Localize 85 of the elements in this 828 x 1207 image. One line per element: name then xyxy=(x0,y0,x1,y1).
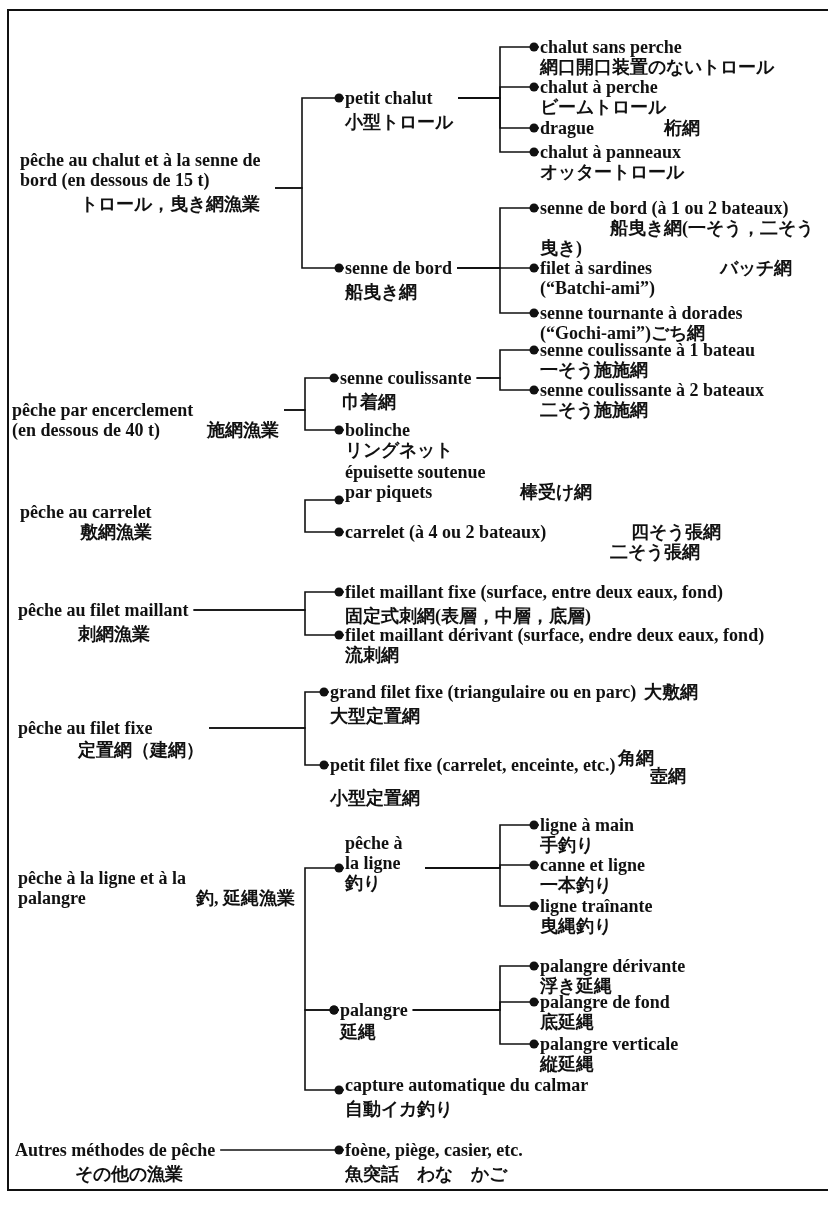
term-label: pêche par encerclement (en dessous de 40 t) xyxy=(12,400,195,440)
term-label: filet à sardines (“Batchi-ami”) xyxy=(540,258,656,298)
term-label: senne de bord (à 1 ou 2 bateaux) xyxy=(540,198,790,218)
term-label: chalut à perche xyxy=(540,77,659,97)
term-label: Autres méthodes de pêche xyxy=(15,1140,216,1160)
term-label: senne de bord xyxy=(345,258,452,278)
term-label: pêche à la ligne xyxy=(345,833,404,873)
term-label: filet maillant dérivant (surface, endre deux eaux, fond) xyxy=(345,625,765,645)
term-label: 曳縄釣り xyxy=(540,916,613,936)
term-label: オッタートロール xyxy=(540,162,684,182)
term-label: grand filet fixe (triangulaire ou en parc) xyxy=(330,682,637,702)
tree-connector xyxy=(304,1005,345,1095)
term-label: pêche au chalut et à la senne de bord (en dessous de 15 t) xyxy=(20,150,262,190)
term-label: senne tournante à dorades xyxy=(540,303,743,323)
term-label: drague xyxy=(540,118,594,138)
term-label: 船曳き網(一そう，二そう曳き) xyxy=(540,218,815,258)
term-label: 刺網漁業 xyxy=(78,624,151,644)
term-label: petit filet fixe (carrelet, enceinte, etc.) xyxy=(330,755,616,775)
term-label: ligne à main xyxy=(540,815,634,835)
term-label: バッチ網 xyxy=(720,258,792,278)
tree-connector xyxy=(283,409,345,435)
term-label: 棒受け網 xyxy=(520,482,592,502)
term-label: 流刺網 xyxy=(345,645,400,665)
tree-connector xyxy=(208,727,330,770)
term-label: 大敷網 xyxy=(644,682,699,702)
term-label: épuisette soutenue par piquets xyxy=(345,462,487,502)
tree-connector xyxy=(424,867,540,911)
term-label: 縦延縄 xyxy=(540,1054,595,1074)
term-label: 固定式刺網(表層，中層，底層) xyxy=(345,606,592,626)
tree-connector xyxy=(457,97,540,157)
term-label: 定置網（建網） xyxy=(78,740,204,760)
term-label: bolinche xyxy=(345,420,411,440)
term-label: 釣, 延縄漁業 xyxy=(196,888,295,908)
tree-connector xyxy=(475,377,540,395)
term-label: senne coulissante à 2 bateaux xyxy=(540,380,764,400)
term-label: palangre dérivante xyxy=(540,956,686,976)
term-label: その他の漁業 xyxy=(75,1164,184,1184)
term-label: 角網 xyxy=(617,748,654,768)
term-label: capture automatique du calmar xyxy=(345,1075,589,1095)
tree-connector xyxy=(219,1145,345,1155)
term-label: 敷網漁業 xyxy=(80,522,152,542)
term-label: filet maillant fixe (surface, entre deux eaux, fond) xyxy=(345,582,724,602)
term-label: petit chalut xyxy=(345,88,434,108)
term-label: pêche au carrelet xyxy=(20,502,152,522)
term-label: 施網漁業 xyxy=(207,420,279,440)
term-label: ligne traînante xyxy=(540,896,653,916)
term-label: 釣り xyxy=(345,873,382,893)
term-label: 小型トロール xyxy=(345,112,453,132)
term-label: (“Gochi-ami”)ごち網 xyxy=(540,323,705,343)
term-label: pêche au filet fixe xyxy=(18,718,154,738)
term-label: 四そう張網 xyxy=(631,522,722,542)
term-label: 桁網 xyxy=(664,118,700,138)
term-label: 底延縄 xyxy=(540,1012,595,1032)
tree-connector xyxy=(274,187,345,273)
term-label: 巾着網 xyxy=(342,392,397,412)
term-label: 魚突話 わな かご xyxy=(345,1164,509,1184)
term-label: 延縄 xyxy=(340,1022,377,1042)
tree-connector xyxy=(411,1009,540,1049)
term-label: chalut sans perche xyxy=(540,37,683,57)
term-label: 自動イカ釣り xyxy=(345,1099,454,1119)
term-label: 手釣り xyxy=(540,835,595,855)
term-label: 大型定置網 xyxy=(330,706,421,726)
term-label: foène, piège, casier, etc. xyxy=(345,1140,523,1160)
tree-connector xyxy=(192,609,345,640)
term-label: pêche à la ligne et à la palangre xyxy=(18,868,187,908)
term-label: 二そう張網 xyxy=(610,542,701,562)
term-label: carrelet (à 4 ou 2 bateaux) xyxy=(345,522,547,542)
term-label: chalut à panneaux xyxy=(540,142,683,162)
term-label: palangre xyxy=(340,1000,408,1020)
term-label: canne et ligne xyxy=(540,855,645,875)
term-label: 一本釣り xyxy=(540,875,613,895)
term-label: palangre verticale xyxy=(540,1034,679,1054)
tree-connector xyxy=(304,495,345,537)
term-label: 二そう施施網 xyxy=(540,400,649,420)
term-label: トロール，曳き網漁業 xyxy=(79,194,261,214)
term-label: 壺網 xyxy=(650,766,686,786)
term-label: ビームトロール xyxy=(540,97,666,117)
term-label: 船曳き網 xyxy=(345,282,418,302)
term-label: リングネット xyxy=(345,440,453,460)
term-label: senne coulissante xyxy=(340,368,472,388)
term-label: pêche au filet maillant xyxy=(18,600,189,620)
term-label: 小型定置網 xyxy=(330,788,421,808)
term-label: 一そう施施網 xyxy=(540,360,649,380)
term-label: 網口開口装置のないトロール xyxy=(540,57,774,77)
tree-connector xyxy=(456,267,540,318)
